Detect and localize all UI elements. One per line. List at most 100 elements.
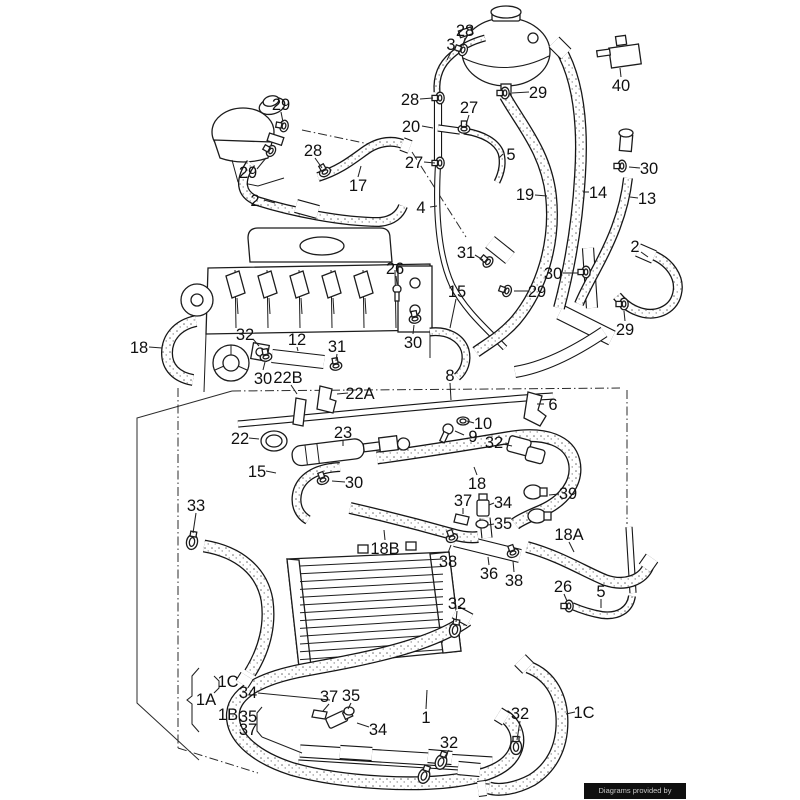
hose-upper-rad-layer	[203, 541, 273, 676]
leader-line-29	[623, 310, 626, 322]
hose-19-layer	[473, 93, 557, 356]
leader-line-12	[296, 346, 299, 352]
radiator-fin	[299, 611, 444, 622]
leader-line-1	[425, 689, 428, 710]
callout-37: 37	[454, 492, 472, 510]
callout-30: 30	[404, 334, 422, 352]
callout-39: 39	[559, 485, 577, 503]
radiator	[286, 541, 462, 668]
callout-3: 3	[446, 36, 455, 54]
leader-line-18B	[383, 529, 386, 541]
leader-line-27	[465, 114, 470, 126]
hoses	[160, 34, 683, 796]
watermark-credit: Diagrams provided by catalogs parts	[584, 783, 686, 799]
callout-leaders	[148, 37, 649, 759]
pipe-core	[639, 554, 658, 572]
hose-3-layer	[434, 36, 486, 93]
leader-line-2	[640, 251, 649, 258]
callout-38: 38	[439, 553, 457, 571]
callout-8: 8	[445, 367, 454, 385]
leader-line-29	[256, 157, 267, 170]
callout-18: 18	[130, 339, 148, 357]
bracket-37-top	[453, 513, 470, 526]
caps-39	[523, 484, 552, 524]
leader-line-32	[502, 443, 513, 447]
callout-34: 34	[239, 684, 257, 702]
leader-line-38	[512, 560, 515, 573]
radiator-fin	[299, 596, 444, 606]
hose-5-bottom-layer	[571, 595, 635, 618]
thermostat-housing-32	[506, 435, 546, 465]
pipe-12-core	[271, 350, 325, 368]
leader-line-40	[619, 67, 622, 78]
pipe-core	[549, 37, 571, 59]
hose-14-layer	[554, 45, 586, 310]
leader-line-34	[356, 722, 370, 728]
callout-26: 26	[386, 260, 404, 278]
callout-36: 36	[480, 565, 498, 583]
callout-28: 28	[456, 22, 474, 40]
callout-22: 22	[231, 430, 249, 448]
leader-line-17	[357, 165, 362, 178]
leader-line-8	[449, 382, 452, 401]
callout-22B: 22B	[273, 369, 302, 387]
leader-line-22A	[336, 392, 349, 395]
callout-38: 38	[505, 572, 523, 590]
expansion-tank	[457, 5, 551, 97]
callout-34: 34	[494, 494, 512, 512]
callout-14: 14	[589, 184, 607, 202]
callout-9: 9	[468, 428, 477, 446]
leader-line-13	[629, 196, 639, 199]
leader-line-32	[252, 338, 260, 347]
y-piece-down-core	[514, 327, 607, 377]
pipe-core	[515, 655, 533, 673]
injector	[257, 270, 278, 299]
hose-2-left-layer	[239, 160, 407, 226]
pipe-core	[457, 762, 481, 776]
leader-line-19	[534, 194, 548, 197]
callout-18A: 18A	[554, 526, 583, 544]
sensor-34-top	[476, 493, 490, 517]
callout-1C: 1C	[217, 673, 238, 691]
pipe-core	[339, 746, 373, 760]
callout-12: 12	[288, 331, 306, 349]
leader-line-20	[421, 125, 434, 129]
callout-37: 37	[239, 721, 257, 739]
callout-32: 32	[511, 705, 529, 723]
callout-35: 35	[342, 687, 360, 705]
pipe-core	[494, 708, 510, 725]
callout-29: 29	[239, 164, 257, 182]
bracket-37-bottom	[311, 709, 328, 720]
hose-5-top-layer	[463, 129, 505, 183]
bracket-22a	[316, 385, 337, 414]
pipe-core	[294, 200, 320, 218]
callout-27: 27	[405, 154, 423, 172]
lower-pipe-1-core	[299, 745, 493, 769]
seal-35-bottom	[343, 706, 355, 716]
callout-29: 29	[528, 283, 546, 301]
callout-35: 35	[494, 515, 512, 533]
callout-29: 29	[616, 321, 634, 339]
solenoid-valve	[595, 34, 642, 69]
leader-line-28	[419, 97, 434, 100]
leader-line-15	[449, 298, 457, 329]
callout-2: 2	[250, 192, 259, 210]
hose-1c-layer	[487, 662, 568, 795]
injector-line	[236, 297, 239, 315]
callout-23: 23	[334, 424, 352, 442]
leader-line-18	[473, 466, 478, 476]
bracket-6	[523, 391, 547, 427]
callout-30: 30	[254, 370, 272, 388]
callout-1: 1	[421, 709, 430, 727]
leader-line-18A	[568, 541, 575, 553]
radiator-fin	[299, 603, 444, 614]
pipe-core	[635, 244, 657, 263]
leader-line-1C	[565, 711, 576, 715]
radiator-fin	[299, 588, 444, 598]
leader-line-34	[488, 502, 495, 506]
callout-29: 29	[529, 84, 547, 102]
leader-line-27	[423, 161, 436, 164]
leader-line-5	[498, 153, 504, 159]
injector	[353, 270, 374, 299]
